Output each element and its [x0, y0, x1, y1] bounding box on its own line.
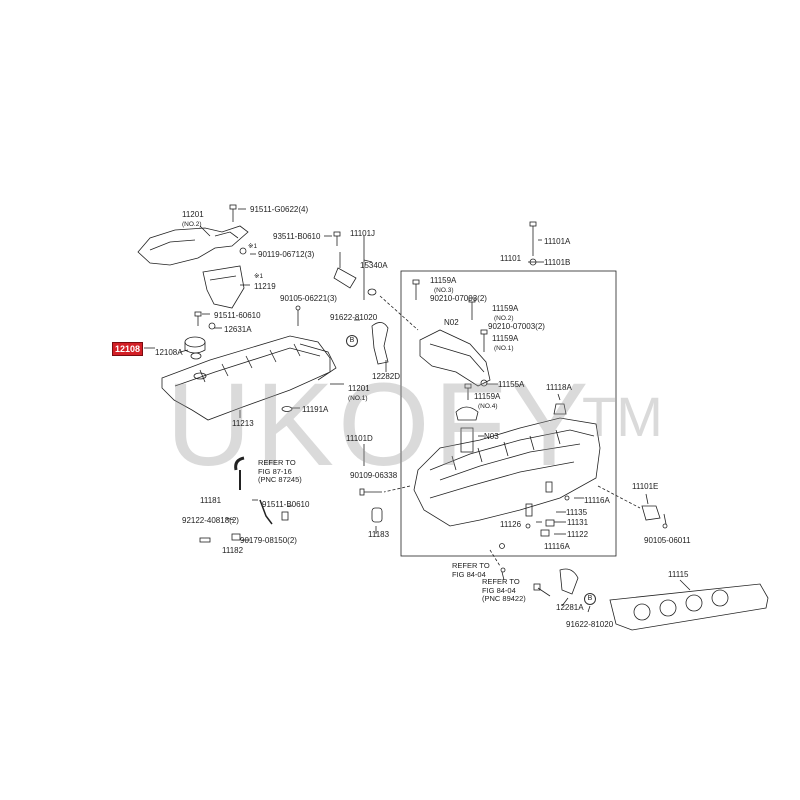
label-11159a-no1-sub: (NO.1): [494, 345, 514, 352]
label-11201-no1[interactable]: 11201: [348, 384, 370, 393]
label-11159a-no4[interactable]: 11159A: [474, 392, 501, 401]
marker-b-1: B: [346, 335, 358, 347]
label-12282d[interactable]: 12282D: [372, 372, 401, 381]
refer3-line2[interactable]: FIG 84-04: [482, 585, 516, 595]
label-11191a[interactable]: 11191A: [302, 405, 329, 414]
highlighted-part-12108[interactable]: 12108: [112, 342, 144, 356]
watermark-trademark: TM: [582, 385, 663, 448]
label-90179-08150[interactable]: 90179-08150(2): [240, 536, 297, 545]
head-gasket-shape: [609, 583, 769, 631]
cover-no2-shape: [137, 225, 249, 266]
label-11182[interactable]: 11182: [222, 546, 244, 555]
refer3-line1: REFER TO: [482, 577, 520, 586]
label-11159a-no4-sub: (NO.4): [478, 403, 498, 410]
label-91511-60610[interactable]: 91511-60610: [214, 311, 261, 320]
refer1-line1: REFER TO: [258, 458, 296, 467]
label-11101e[interactable]: 11101E: [632, 482, 659, 491]
label-90109-06338[interactable]: 90109-06338: [350, 471, 398, 480]
label-mark1-b: ※1: [254, 273, 264, 280]
label-11118a[interactable]: 11118A: [546, 383, 572, 392]
label-11101j[interactable]: 11101J: [350, 229, 376, 238]
label-11135[interactable]: 11135: [566, 508, 588, 517]
label-91622-81020-b[interactable]: 91622-81020: [566, 620, 614, 629]
label-11122[interactable]: 11122: [567, 530, 589, 539]
label-12281a[interactable]: 12281A: [556, 603, 584, 612]
refer-note-87-16: REFER TO FIG 87-16 (PNC 87245): [258, 458, 302, 485]
label-15340a[interactable]: 15340A: [360, 261, 388, 270]
label-11201-no2-sub: (NO.2): [182, 221, 202, 228]
label-12108a[interactable]: 12108A: [155, 348, 183, 357]
label-11159a-no1[interactable]: 11159A: [492, 334, 519, 343]
hanger-shape: [371, 322, 389, 365]
label-11101b[interactable]: 11101B: [544, 258, 571, 267]
label-12631a[interactable]: 12631A: [224, 325, 252, 334]
watermark-text: UKOFY: [166, 359, 593, 491]
label-11159a-no3[interactable]: 11159A: [430, 276, 457, 285]
refer2-line1: REFER TO: [452, 561, 490, 570]
label-11181[interactable]: 11181: [200, 496, 222, 505]
label-11126[interactable]: 11126: [500, 520, 522, 529]
refer-note-84-04-b: REFER TO FIG 84-04 (PNC 89422): [482, 577, 526, 604]
label-91511-b0610[interactable]: 91511-B0610: [262, 500, 310, 509]
label-91511-g0622[interactable]: 91511-G0622(4): [250, 205, 309, 214]
label-11201-no2[interactable]: 11201: [182, 210, 204, 219]
label-mark1-a: ※1: [248, 243, 258, 250]
refer2-line2[interactable]: FIG 84-04: [452, 569, 486, 579]
cylinder-head-group-box: [400, 270, 617, 557]
refer1-line2[interactable]: FIG 87-16: [258, 466, 292, 476]
label-11155a[interactable]: 11155A: [498, 380, 525, 389]
label-11159a-no2[interactable]: 11159A: [492, 304, 519, 313]
oil-cap-shape: [184, 336, 206, 348]
label-90105-06011[interactable]: 90105-06011: [644, 536, 691, 545]
label-11101[interactable]: 11101: [500, 254, 522, 263]
label-93511-b0610[interactable]: 93511-B0610: [273, 232, 321, 241]
label-11116a-b[interactable]: 11116A: [544, 542, 570, 551]
label-90210-07003-b[interactable]: 90210-07003(2): [488, 322, 545, 331]
label-91622-81020-a[interactable]: 91622-81020: [330, 313, 378, 322]
label-n03[interactable]: N03: [484, 432, 499, 441]
refer3-line3: (PNC 89422): [482, 594, 526, 603]
label-11101a[interactable]: 11101A: [544, 237, 571, 246]
marker-b-2: B: [584, 593, 596, 605]
refer-note-84-04-a: REFER TO FIG 84-04: [452, 561, 490, 579]
label-90105-06221[interactable]: 90105-06221(3): [280, 294, 337, 303]
label-11159a-no2-sub: (NO.2): [494, 315, 514, 322]
label-n02[interactable]: N02: [444, 318, 459, 327]
valve-cover-shape: [161, 335, 331, 421]
cam-housing-shape: [419, 329, 491, 387]
label-11159a-no3-sub: (NO.3): [434, 287, 454, 294]
label-11115[interactable]: 11115: [668, 570, 689, 579]
cylinder-head-shape: [413, 417, 601, 527]
label-11183[interactable]: 11183: [368, 530, 390, 539]
refer1-line3: (PNC 87245): [258, 475, 302, 484]
label-90210-07003-a[interactable]: 90210-07003(2): [430, 294, 487, 303]
label-92122-40818[interactable]: 92122-40818(2): [182, 516, 239, 525]
label-11101d[interactable]: 11101D: [346, 434, 373, 443]
label-11213[interactable]: 11213: [232, 419, 254, 428]
label-11131[interactable]: 11131: [567, 518, 589, 527]
label-11116a-a[interactable]: 11116A: [584, 496, 610, 505]
sensor-shape: [333, 267, 357, 289]
label-11219[interactable]: 11219: [254, 282, 276, 291]
label-11201-no1-sub: (NO.1): [348, 395, 368, 402]
insulator-shape: [202, 265, 245, 309]
label-90119-06712[interactable]: 90119-06712(3): [258, 250, 315, 259]
